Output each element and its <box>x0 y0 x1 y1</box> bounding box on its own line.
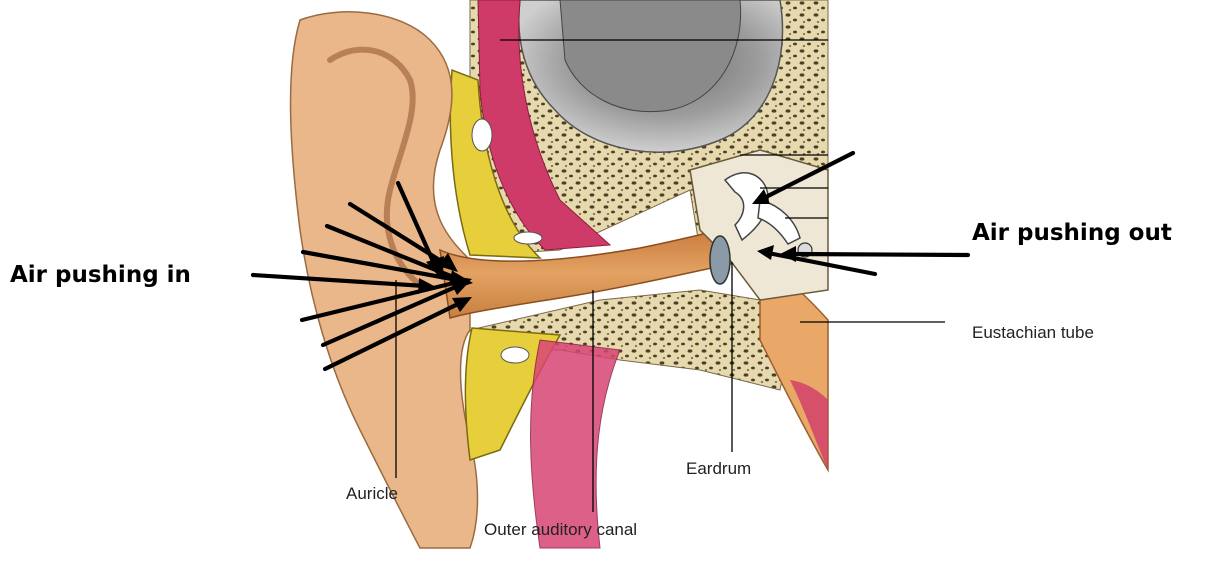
eardrum-label: Eardrum <box>686 460 751 477</box>
arrow-out-2 <box>792 254 968 255</box>
air-pushing-out-label: Air pushing out <box>972 222 1172 245</box>
bone-canal-upper <box>472 119 492 151</box>
air-pushing-in-label: Air pushing in <box>10 264 191 287</box>
eustachian-tube-label: Eustachian tube <box>972 324 1094 341</box>
eardrum-membrane <box>710 236 730 284</box>
outer-auditory-canal-label: Outer auditory canal <box>484 521 637 538</box>
middle-ear-cavity <box>690 150 828 300</box>
muscle-lower <box>531 340 620 548</box>
bone-canal-mid <box>514 232 542 244</box>
auricle-label: Auricle <box>346 485 398 502</box>
bone-canal-lower <box>501 347 529 363</box>
